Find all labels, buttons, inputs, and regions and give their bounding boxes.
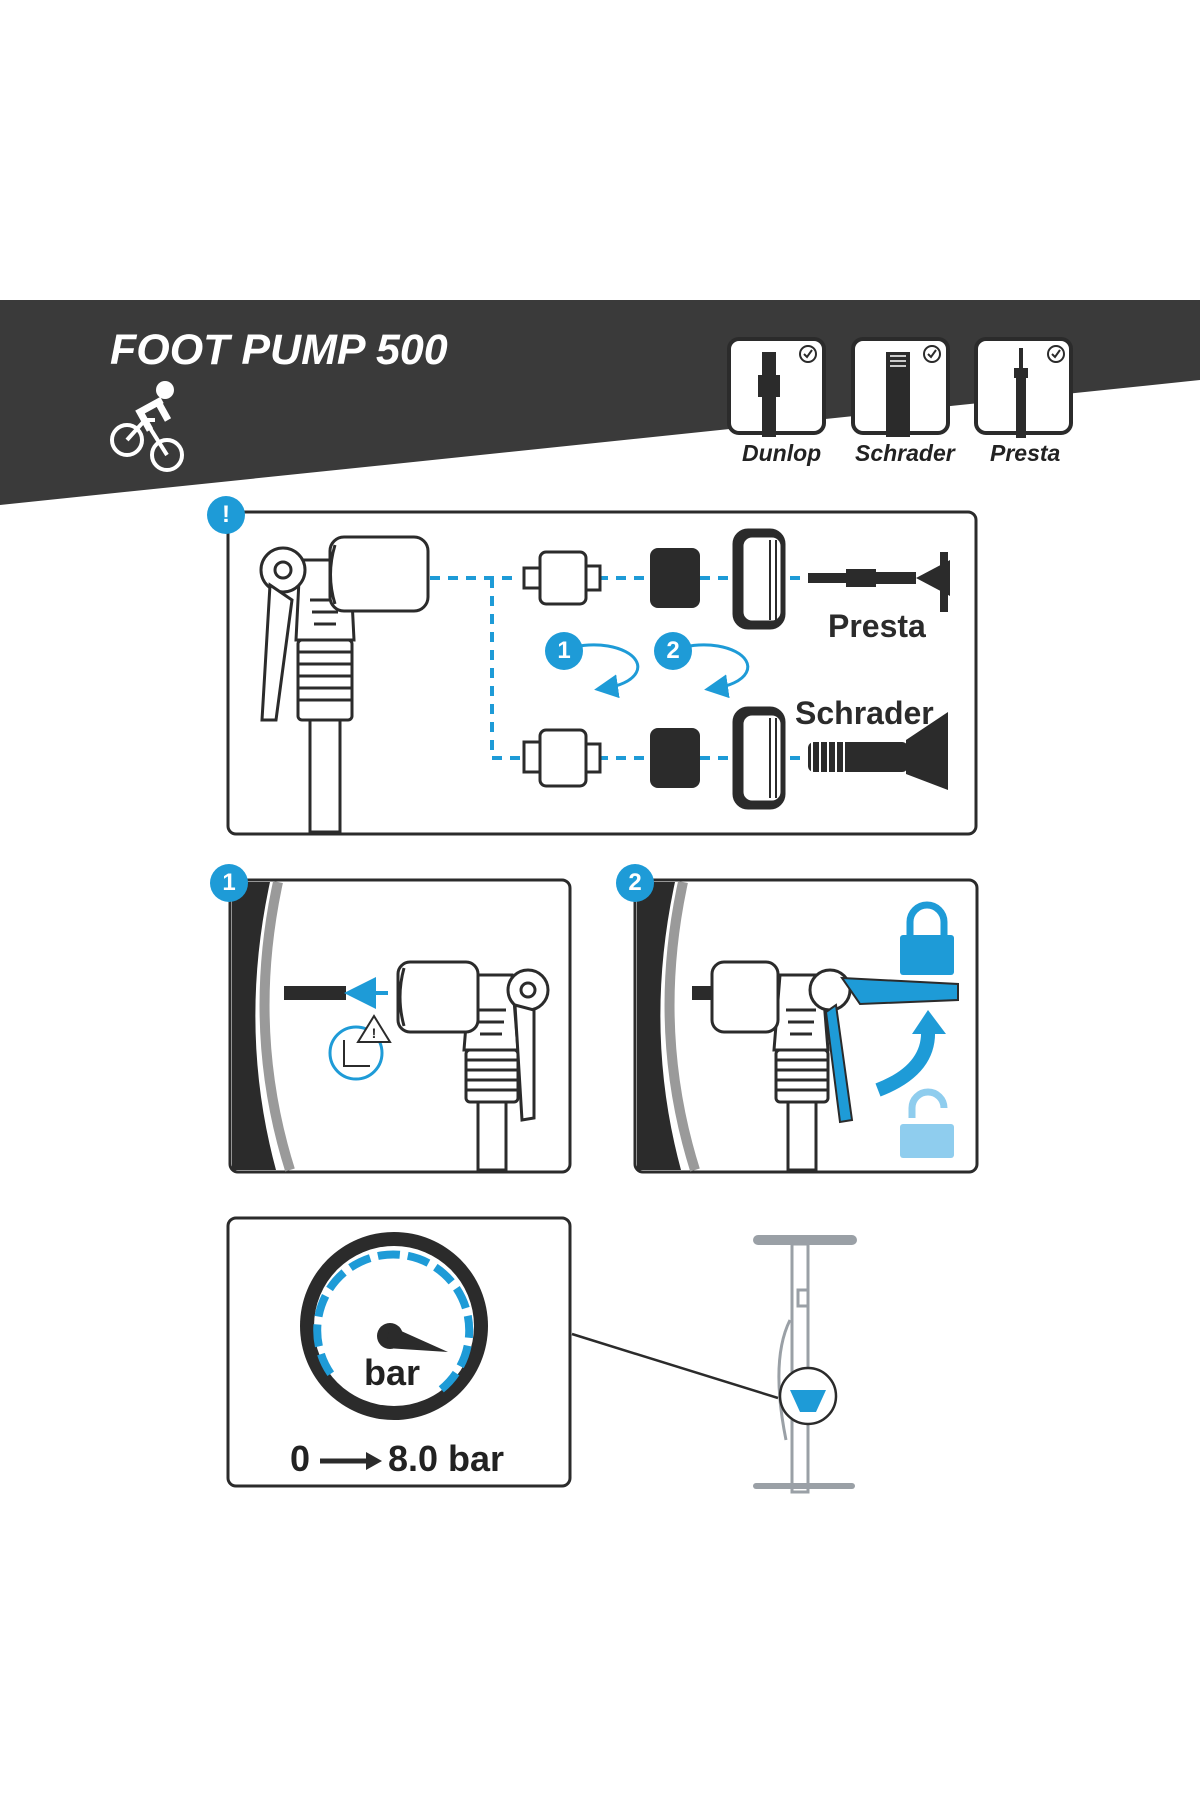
range-max: 8.0 bar — [388, 1438, 505, 1479]
valve-label-schrader: Schrader — [855, 440, 955, 466]
range-min: 0 — [290, 1438, 311, 1479]
step2-valve-stem — [692, 986, 716, 1000]
presta-label: Presta — [828, 608, 926, 644]
lock-closed-icon — [900, 901, 954, 975]
pump-head-illustration — [259, 535, 430, 834]
step2-lever-locked — [840, 976, 959, 1006]
svg-text:!: ! — [372, 1025, 377, 1041]
page-title: FOOT PUMP 500 — [110, 326, 448, 374]
cyclist-icon — [110, 381, 184, 472]
adapter-small-top — [522, 550, 602, 606]
schrader-label: Schrader — [795, 695, 934, 731]
lock-rotate-arrow — [875, 1029, 936, 1097]
lock-ring-top — [732, 528, 786, 630]
lock-ring-bottom — [732, 706, 786, 810]
presta-valve-illustration — [808, 552, 950, 612]
presta-valve-icon — [974, 337, 1073, 438]
step1-pump-head — [396, 960, 550, 1172]
step2-lever-open — [824, 1003, 854, 1124]
schrader-valve-illustration — [808, 712, 948, 790]
angle-warning-icon: ! — [328, 1014, 392, 1081]
rubber-seal-top — [650, 548, 700, 608]
floor-pump-illustration — [753, 1235, 857, 1494]
adapter-connection-lines — [430, 576, 808, 760]
warning-badge: ! — [207, 496, 245, 534]
gauge-unit-label: bar — [364, 1352, 421, 1393]
gauge-callout-line — [571, 1332, 779, 1400]
adapter-step-2-badge: 2 — [654, 632, 692, 670]
step2-tire — [637, 880, 700, 1172]
floor-pump-gauge-icon — [790, 1390, 826, 1412]
range-arrow-head — [366, 1452, 382, 1470]
valve-type-icons — [727, 337, 1073, 438]
adapter-step-1-badge: 1 — [545, 632, 583, 670]
valve-label-dunlop: Dunlop — [742, 440, 822, 466]
pressure-gauge — [300, 1232, 488, 1420]
step2-pump-head — [710, 960, 852, 1172]
step1-badge: 1 — [210, 864, 248, 902]
step2-badge: 2 — [616, 864, 654, 902]
rubber-seal-bottom — [650, 728, 700, 788]
lock-rotate-arrow-head — [912, 1010, 946, 1034]
dunlop-valve-icon — [727, 337, 826, 437]
valve-label-presta: Presta — [990, 440, 1061, 466]
step1-valve-stem — [284, 986, 346, 1000]
schrader-valve-icon — [851, 337, 950, 437]
step1-tire — [232, 880, 295, 1172]
lock-open-icon — [900, 1088, 954, 1158]
adapter-small-bottom — [522, 728, 602, 788]
